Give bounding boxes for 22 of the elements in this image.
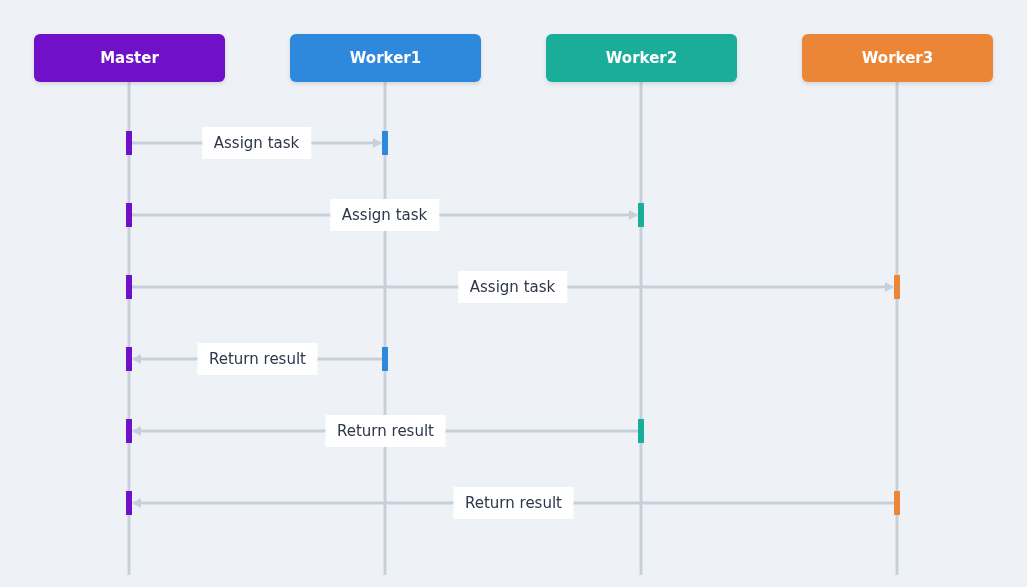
activation-bar [126, 131, 132, 155]
participant-box: Worker3 [802, 34, 993, 82]
edge-label: Assign task [201, 127, 312, 159]
edge-label: Return result [325, 415, 446, 447]
participant-box: Master [34, 34, 225, 82]
participant-box: Worker1 [290, 34, 481, 82]
edge-label: Return result [453, 487, 574, 519]
activation-bar [382, 347, 388, 371]
activation-bar [126, 347, 132, 371]
activation-bar [126, 419, 132, 443]
activation-bar [894, 275, 900, 299]
activation-bar [126, 491, 132, 515]
activation-bar [894, 491, 900, 515]
activation-bar [382, 131, 388, 155]
edge-label: Assign task [329, 199, 440, 231]
activation-bar [638, 419, 644, 443]
edge-label: Assign task [457, 271, 568, 303]
activation-bar [126, 275, 132, 299]
edge-label: Return result [197, 343, 318, 375]
participant-box: Worker2 [546, 34, 737, 82]
activation-bar [126, 203, 132, 227]
activation-bar [638, 203, 644, 227]
